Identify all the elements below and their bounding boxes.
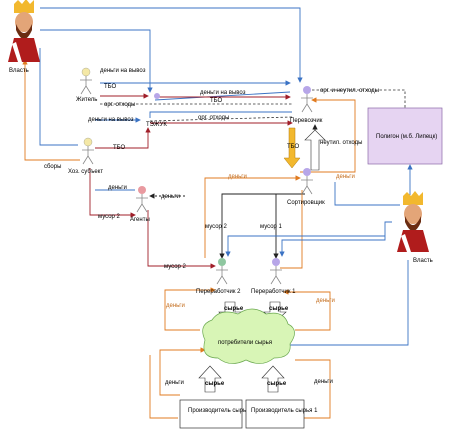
label-tbo-vertical: ТБО (287, 144, 300, 150)
label-fees: сборы (44, 164, 61, 170)
authority-right-label: Власть (413, 258, 433, 264)
label-unused-waste: неутил. отходы (320, 140, 362, 146)
housing-node-icon (154, 93, 160, 99)
label-money-4: деньги (336, 174, 355, 180)
label-trash-2b: мусор 2 (205, 224, 228, 230)
label-money-3: деньги (228, 174, 247, 180)
processor1-label: Переработчик 1 (251, 289, 296, 295)
flow-lines (22, 7, 413, 419)
label-trash-2: мусор 2 (98, 214, 121, 220)
producer2-label: Производитель сырья 2 (188, 408, 255, 414)
housing-label: ТЭЖУК (146, 122, 167, 128)
carrier-label: Перевозчик (290, 118, 323, 124)
label-tbo-3: ТБО (113, 145, 126, 151)
landfill-box (367, 107, 443, 165)
business-label: Хоз. субъект (68, 169, 103, 175)
business-icon (82, 137, 94, 165)
unused-waste-block-arrow (304, 129, 326, 171)
agents-icon (136, 186, 148, 213)
label-tbo-1: ТБО (104, 84, 117, 90)
label-raw-4: сырье (267, 381, 287, 387)
consumers-label: потребители сырья (218, 340, 272, 346)
label-raw-2: сырье (269, 306, 289, 312)
processor1-icon (270, 258, 282, 285)
label-money-6: деньги (316, 298, 335, 304)
raw-arrow-producer2 (198, 365, 222, 393)
producer1-label: Производитель сырья 1 (251, 408, 318, 414)
label-org-waste-2: орг. отходы (198, 115, 229, 121)
sorter-icon (301, 168, 313, 195)
tbo-block-arrow (283, 127, 301, 169)
sorter-label: Сортировщик (287, 200, 325, 206)
label-money-8: деньги (314, 379, 333, 385)
authority-top-label: Власть (9, 68, 29, 74)
landfill-label: Полигон (м.б. Липецк) (376, 134, 437, 140)
label-money-7: деньги (165, 380, 184, 386)
processor2-icon (216, 258, 228, 285)
consumers-cloud (202, 308, 295, 364)
label-money-2: деньги (161, 194, 180, 200)
raw-arrow-producer1 (261, 365, 285, 393)
producer2-box (179, 399, 243, 429)
authority-right-icon (397, 191, 429, 252)
carrier-icon (301, 86, 313, 113)
label-raw-1: сырье (224, 306, 244, 312)
agents-label: Агенты (130, 217, 150, 223)
label-trash-1: мусор 1 (260, 224, 283, 230)
authority-top-icon (8, 0, 40, 62)
label-money-export-1: деньги на вывоз (100, 68, 146, 74)
resident-icon (80, 67, 92, 95)
label-money-export-2: деньги на вывоз (200, 90, 246, 96)
label-org-waste-1: орг. отходы (104, 102, 135, 108)
processor2-label: Переработчик 2 (196, 289, 241, 295)
resident-label: Житель (76, 97, 97, 103)
label-tbo-2: ТБО (210, 98, 223, 104)
label-money-5: деньги (166, 303, 185, 309)
label-trash-2c: мусор 2 (164, 264, 187, 270)
label-money-1: деньги (108, 185, 127, 191)
label-money-export-3: деньги на вывоз (88, 117, 134, 123)
label-org-unused: орг. и неутил. отходы (320, 88, 379, 94)
label-raw-3: сырье (205, 381, 225, 387)
producer1-box (245, 399, 305, 429)
